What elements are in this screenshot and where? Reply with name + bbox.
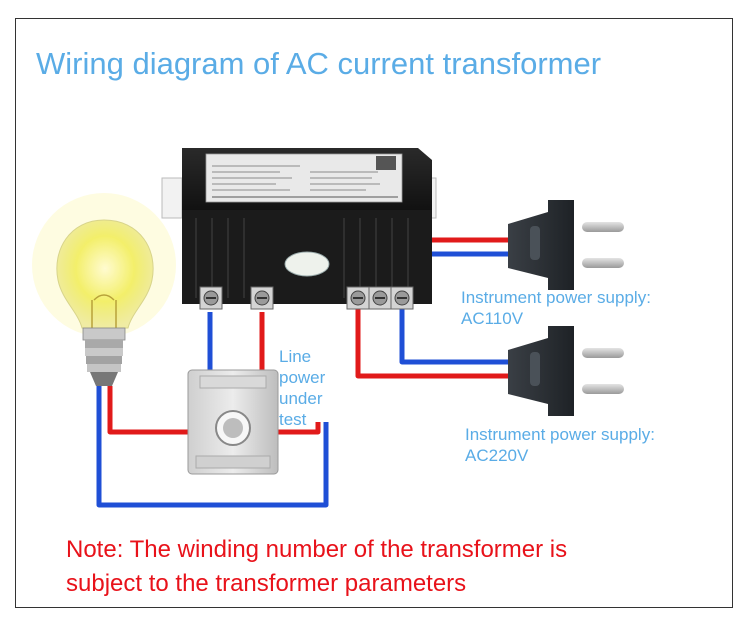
note-text: Note: The winding number of the transfor… bbox=[66, 533, 726, 601]
supply-label-ac110: Instrument power supply: AC110V bbox=[461, 287, 651, 329]
supply-label-ac110-line2: AC110V bbox=[461, 309, 524, 328]
line-label-line2: power bbox=[279, 368, 326, 387]
line-label: Line power under test bbox=[279, 346, 349, 430]
power-plug-icon bbox=[508, 326, 624, 416]
line-label-line1: Line bbox=[279, 347, 312, 366]
supply-label-ac220: Instrument power supply: AC220V bbox=[465, 424, 655, 466]
power-plug-icon bbox=[508, 200, 624, 290]
note-line2: subject to the transformer parameters bbox=[66, 570, 467, 597]
note-line1: Note: The winding number of the transfor… bbox=[66, 536, 568, 563]
wire-red-plug2 bbox=[355, 305, 508, 379]
supply-label-ac220-line2: AC220V bbox=[465, 446, 529, 465]
line-label-line3: under bbox=[279, 389, 323, 408]
wire-blue-bulb bbox=[96, 386, 329, 508]
current-transformer bbox=[187, 369, 279, 475]
diagram-frame bbox=[15, 18, 733, 608]
line-label-line4: test bbox=[279, 410, 307, 429]
wire-blue-plug2 bbox=[399, 305, 508, 365]
light-bulb-icon bbox=[32, 193, 176, 386]
supply-label-ac220-line1: Instrument power supply: bbox=[465, 425, 655, 444]
terminal-block bbox=[199, 286, 414, 310]
supply-label-ac110-line1: Instrument power supply: bbox=[461, 288, 651, 307]
diagram-title: Wiring diagram of AC current transformer bbox=[36, 46, 602, 81]
panel-meter bbox=[161, 148, 437, 310]
